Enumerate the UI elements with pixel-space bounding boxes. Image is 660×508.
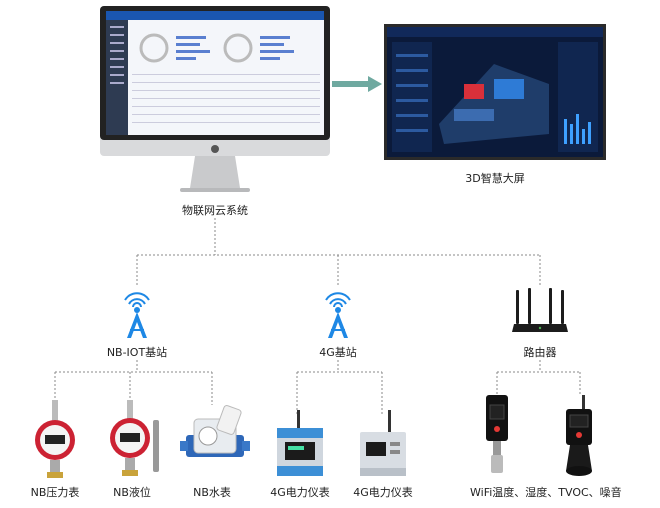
nb-level-label: NB液位: [113, 486, 151, 499]
power-meter-device: [358, 410, 408, 478]
router-label: 路由器: [523, 346, 557, 359]
imac-monitor-icon: [100, 6, 330, 196]
g4-meter-2-label: 4G电力仪表: [353, 486, 413, 499]
wifi-sensor-device: [480, 395, 514, 479]
cloud-system-label: 物联网云系统: [182, 204, 248, 217]
radio-tower-icon: [318, 288, 358, 338]
wifi-sensors-label: WiFi温度、湿度、TVOC、噪音: [470, 486, 622, 499]
g4-meter-1-label: 4G电力仪表: [270, 486, 330, 499]
right-arrow-icon: [332, 76, 382, 92]
nb-pressure-label: NB压力表: [30, 486, 80, 499]
radio-tower-icon: [117, 288, 157, 338]
g4-station-label: 4G基站: [319, 346, 357, 359]
power-meter-device: [275, 410, 325, 478]
wifi-sensor-device: [560, 395, 598, 479]
water-meter-device: [180, 405, 250, 477]
pressure-gauge-device: [32, 400, 78, 480]
nb-iot-station-label: NB-IOT基站: [106, 346, 168, 359]
big-screen-label: 3D智慧大屏: [465, 172, 525, 185]
wifi-router-icon: [510, 288, 570, 338]
nb-water-label: NB水表: [193, 486, 231, 499]
level-sensor-device: [105, 400, 171, 480]
wall-display-icon: [384, 24, 606, 160]
